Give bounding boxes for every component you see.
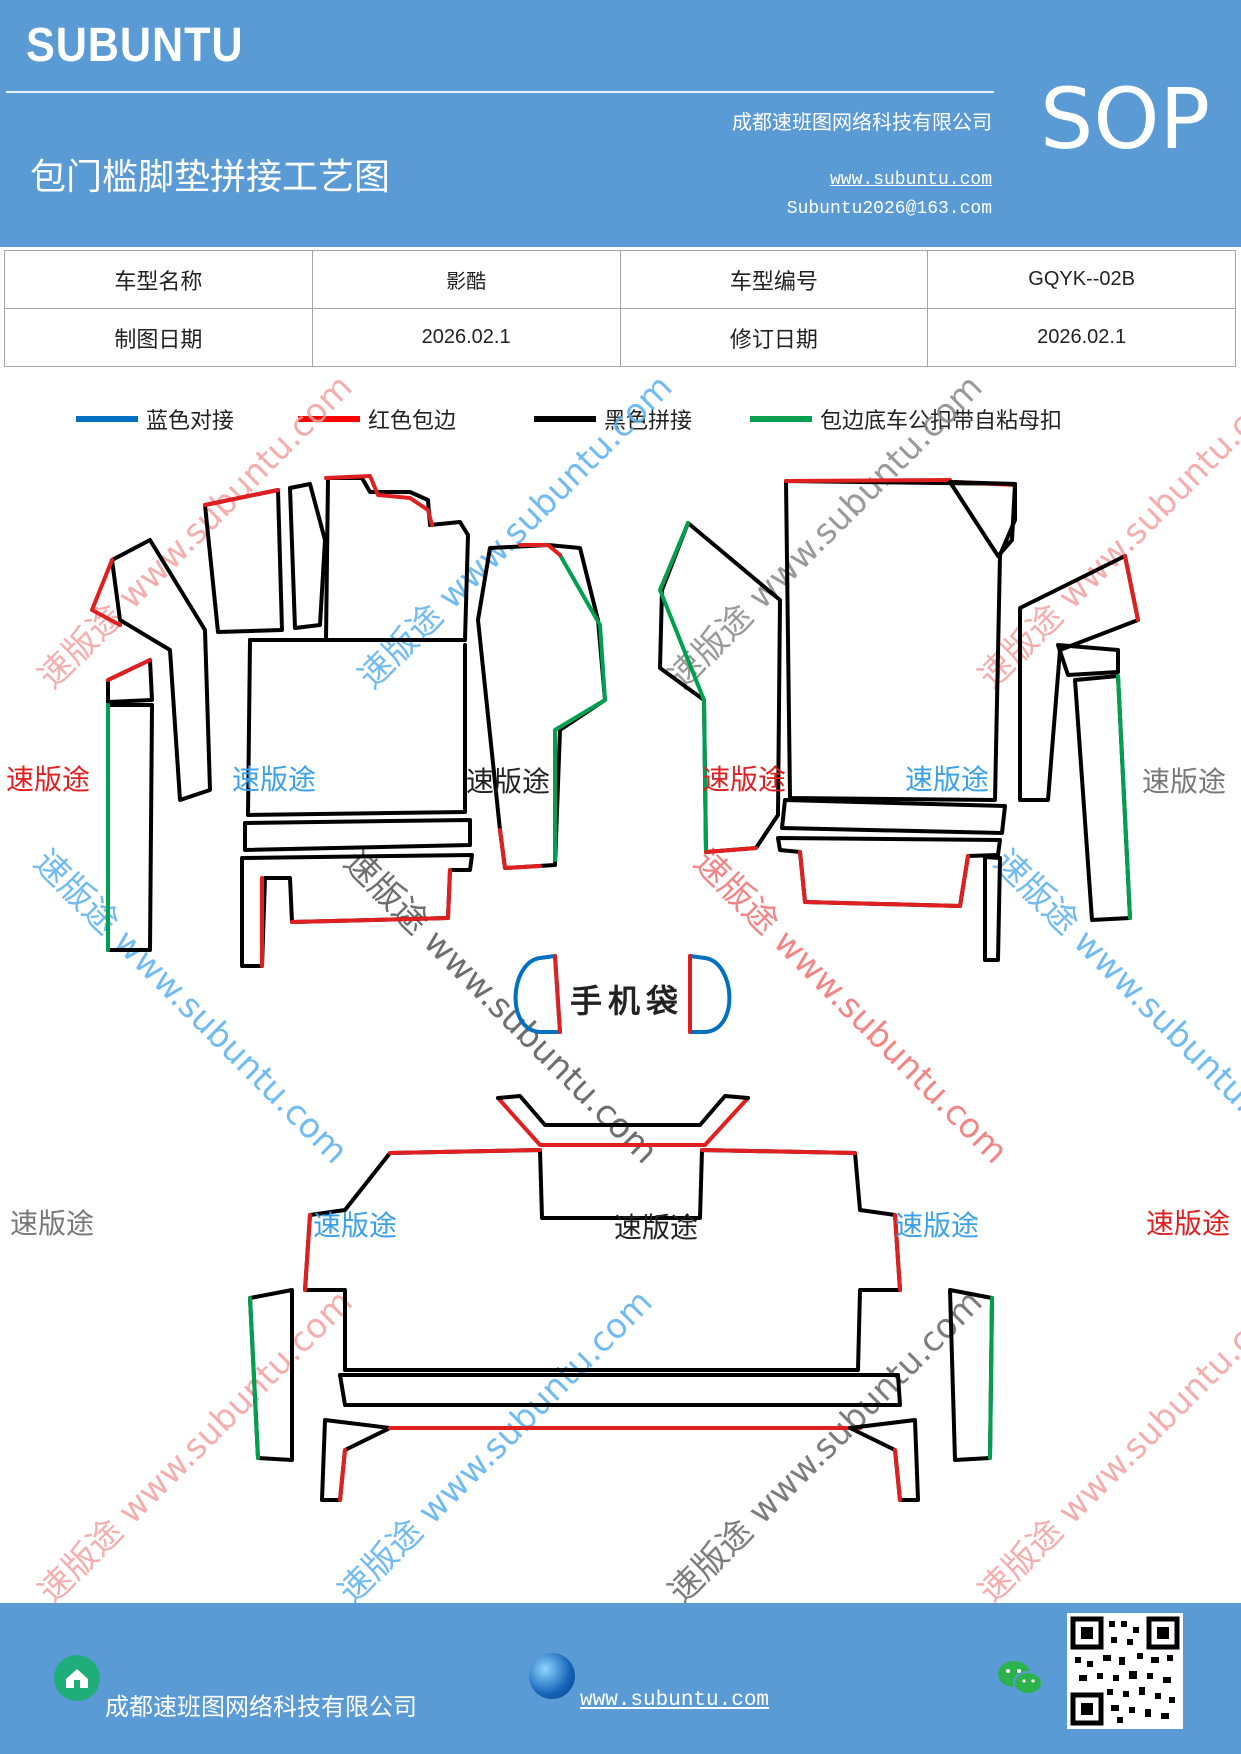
wechat-icon[interactable] — [996, 1658, 1044, 1698]
watermark-brand: 速版途 — [6, 763, 91, 796]
value-revision-date: 2026.02.1 — [927, 308, 1236, 367]
legend-label: 包边底车公扣带自粘母扣 — [820, 409, 1063, 434]
watermark-brand: 速版途 — [313, 1209, 398, 1242]
watermark-brand: 速版途 — [614, 1211, 699, 1244]
black-line-swatch — [534, 416, 596, 422]
brand-logo: SUBUNTU — [26, 19, 244, 72]
label-model-code: 车型编号 — [619, 250, 929, 309]
legend-label: 蓝色对接 — [146, 409, 235, 434]
legend-label: 黑色拼接 — [604, 409, 693, 434]
watermark-brand: 速版途 — [1142, 765, 1227, 798]
label-draw-date: 制图日期 — [4, 308, 313, 367]
footer-company-name: 成都速班图网络科技有限公司 — [105, 1693, 417, 1721]
label-revision-date: 修订日期 — [619, 308, 929, 367]
watermark-brand: 速版途 — [232, 763, 317, 796]
globe-icon — [529, 1653, 575, 1699]
right-front-mat-group — [658, 478, 1140, 962]
vehicle-info-table: 车型名称 影酷 车型编号 GQYK--02B 制图日期 2026.02.1 修订… — [4, 250, 1236, 367]
watermark-brand: 速版途 — [895, 1209, 980, 1242]
document-title: 包门槛脚垫拼接工艺图 — [30, 157, 391, 198]
legend-item-green: 包边底车公扣带自粘母扣 — [750, 404, 1062, 434]
blue-line-swatch — [76, 416, 138, 422]
legend-item-black: 黑色拼接 — [534, 404, 692, 434]
phone-pocket-label: 手机袋 — [570, 982, 685, 1020]
header-website-link[interactable]: www.subuntu.com — [829, 170, 992, 190]
legend-label: 红色包边 — [368, 409, 457, 434]
house-icon — [54, 1655, 100, 1701]
header-divider — [6, 91, 994, 93]
legend-item-red: 红色包边 — [298, 404, 456, 434]
header-banner: SUBUNTU SOP 包门槛脚垫拼接工艺图 成都速班图网络科技有限公司 www… — [0, 0, 1241, 247]
watermark-brand: 速版途 — [466, 765, 551, 798]
footer-banner: 成都速班图网络科技有限公司 www.subuntu.com — [0, 1603, 1241, 1754]
value-model-name: 影酷 — [311, 250, 621, 309]
legend-item-blue: 蓝色对接 — [76, 404, 234, 434]
value-model-code: GQYK--02B — [927, 250, 1236, 309]
phone-pocket-group — [513, 954, 732, 1034]
label-model-name: 车型名称 — [4, 250, 313, 309]
watermark-brand: 速版途 — [10, 1207, 95, 1240]
watermark-brand: 速版途 — [905, 763, 990, 796]
value-draw-date: 2026.02.1 — [311, 308, 621, 367]
header-company-name: 成都速班图网络科技有限公司 — [732, 110, 992, 134]
sop-badge: SOP — [1040, 70, 1211, 168]
table-row: 制图日期 2026.02.1 修订日期 2026.02.1 — [4, 308, 1236, 367]
qr-code[interactable] — [1067, 1613, 1183, 1729]
rear-mat-group — [248, 1094, 994, 1502]
green-line-swatch — [750, 416, 812, 422]
red-line-swatch — [298, 416, 360, 422]
table-row: 车型名称 影酷 车型编号 GQYK--02B — [4, 250, 1236, 309]
left-front-mat-group — [90, 474, 607, 968]
footer-website-link[interactable]: www.subuntu.com — [580, 1689, 770, 1712]
header-email[interactable]: Subuntu2026@163.com — [786, 199, 992, 219]
watermark-brand: 速版途 — [1146, 1207, 1231, 1240]
watermark-brand: 速版途 — [702, 763, 787, 796]
